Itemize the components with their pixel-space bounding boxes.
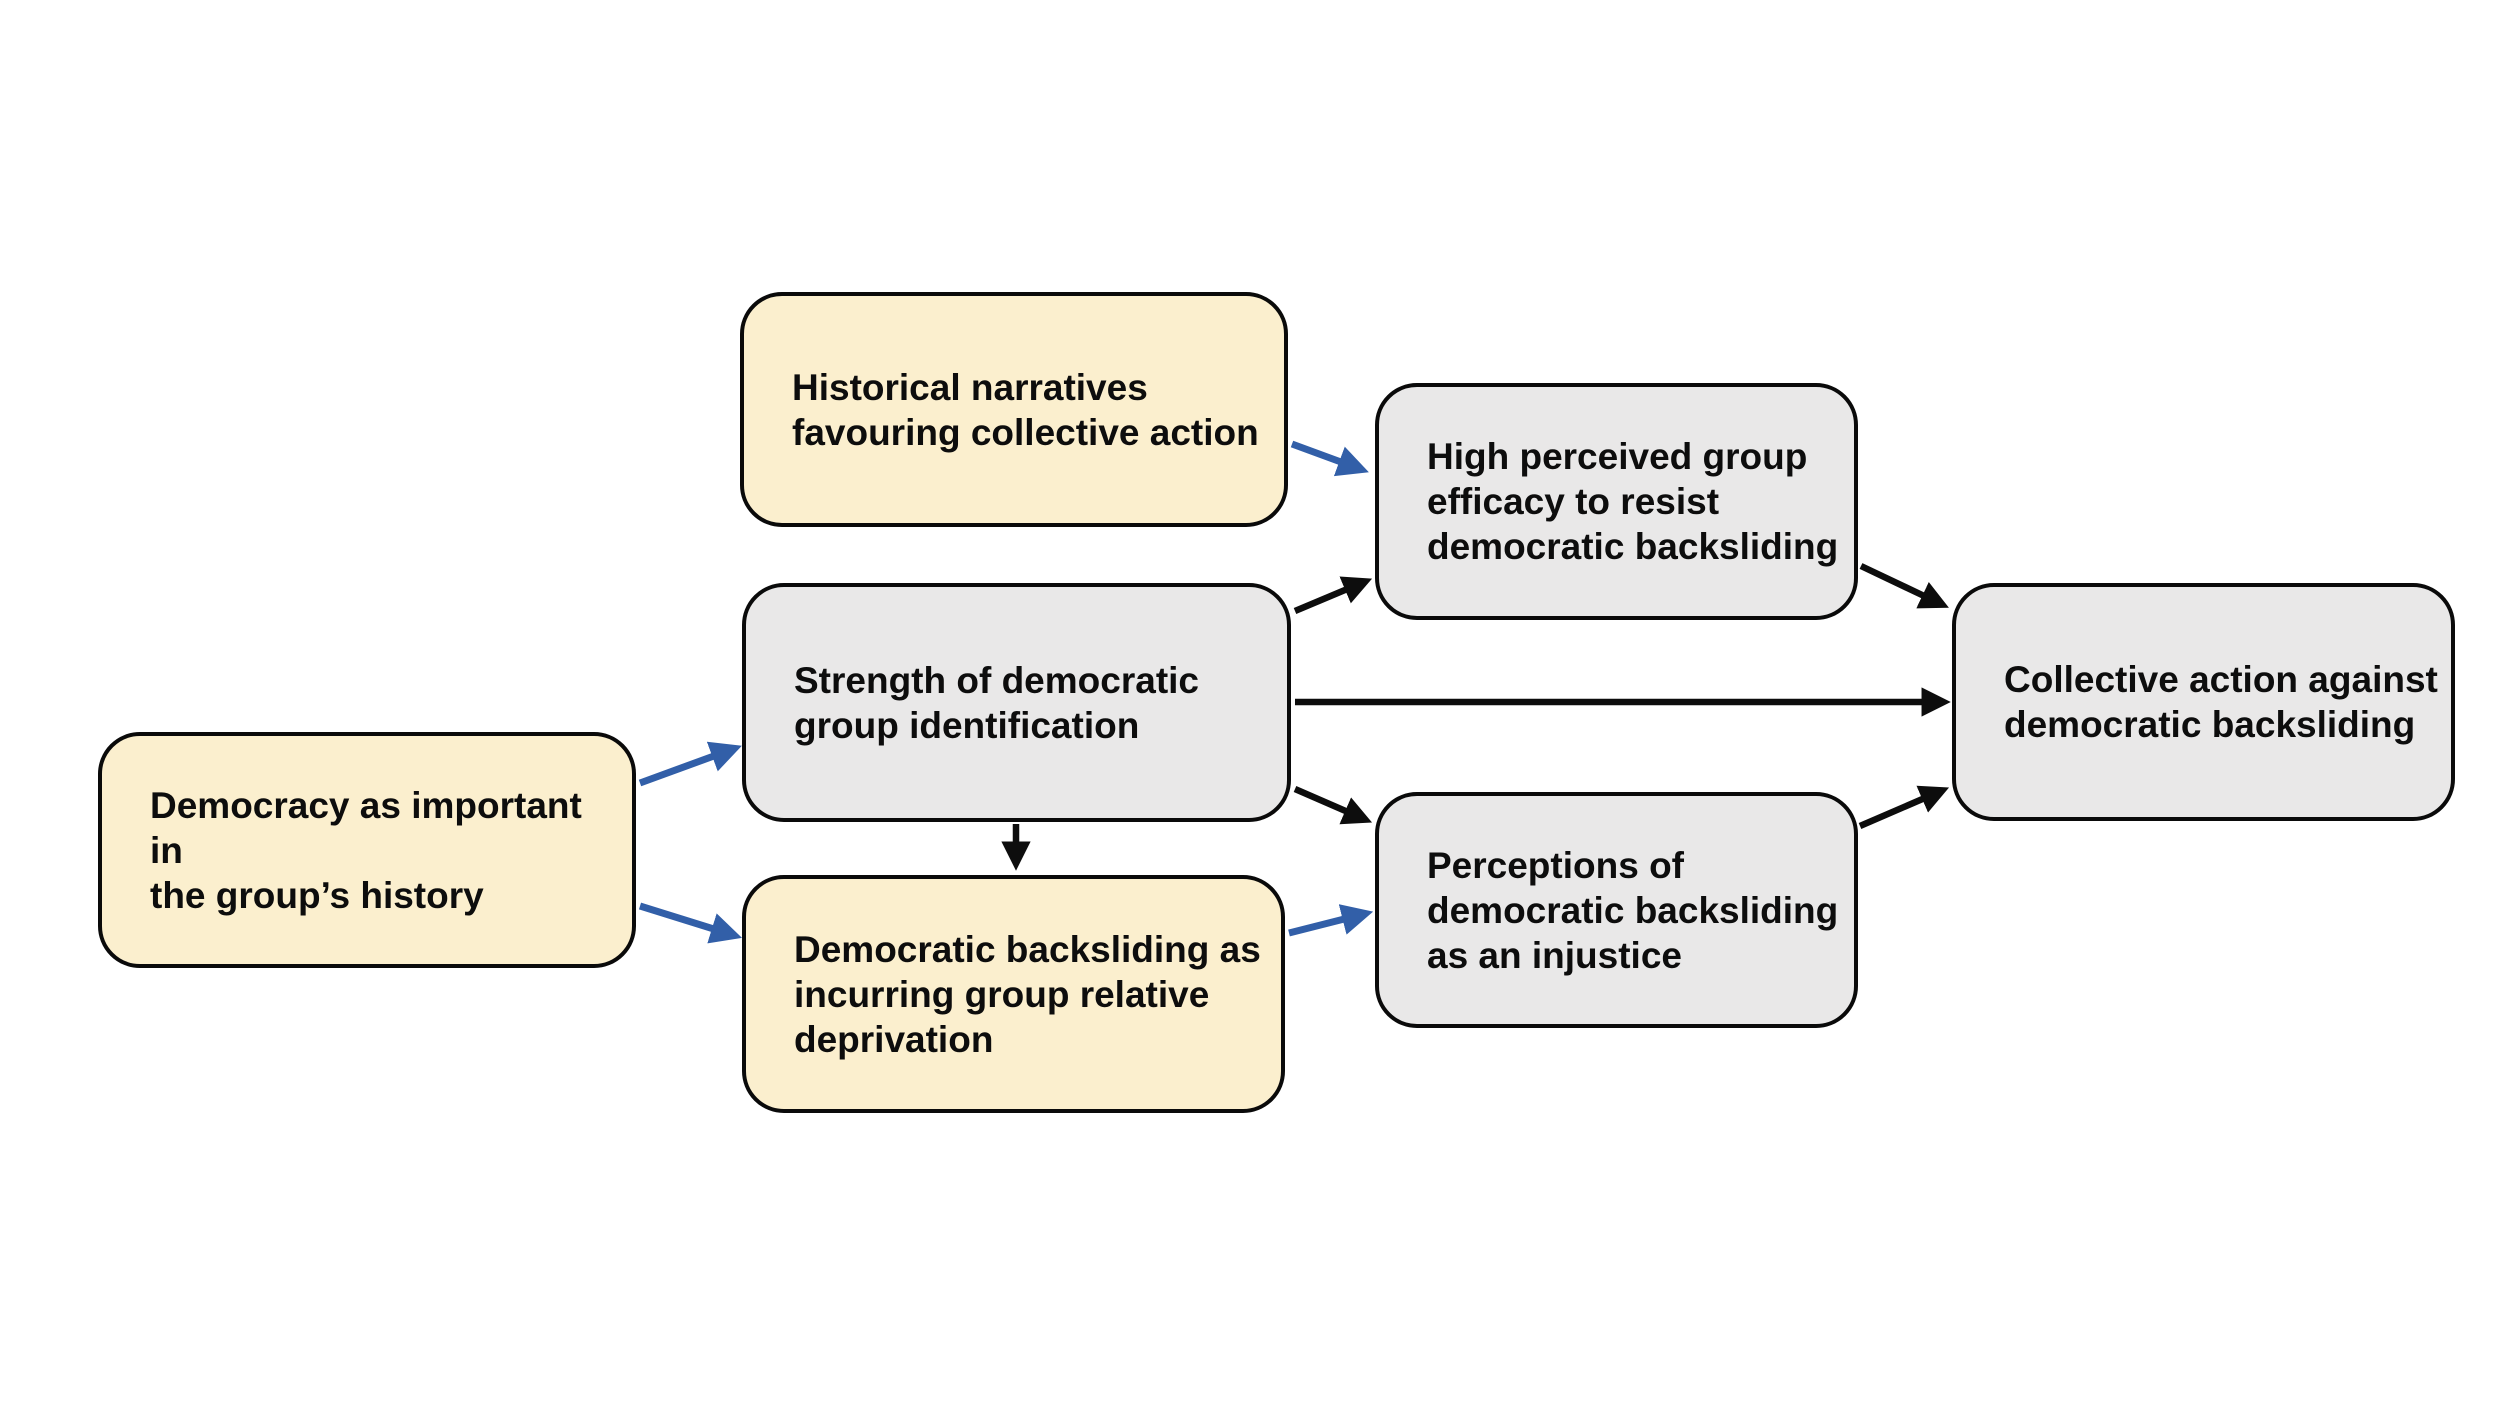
box-democracy-group-history-label: Democracy as important in the group’s hi… bbox=[150, 784, 582, 916]
box-perceived-group-efficacy: High perceived group efficacy to resist … bbox=[1375, 383, 1858, 620]
arrow-strength-to-efficacy bbox=[1293, 576, 1373, 614]
arrow-efficacy-to-collective bbox=[1859, 563, 1949, 609]
arrow-historical-to-efficacy bbox=[1290, 440, 1369, 477]
box-democratic-group-identification: Strength of democratic group identificat… bbox=[742, 583, 1291, 822]
box-collective-action-label: Collective action against democratic bac… bbox=[2004, 659, 2438, 745]
arrow-democracy-to-strength bbox=[638, 741, 742, 787]
box-democratic-group-identification-label: Strength of democratic group identificat… bbox=[794, 659, 1199, 746]
box-group-relative-deprivation: Democratic backsliding as incurring grou… bbox=[742, 875, 1285, 1113]
arrow-perceptions-to-collective bbox=[1858, 785, 1950, 829]
arrow-backsliding-to-perceptions bbox=[1288, 904, 1374, 937]
box-historical-narratives-label: Historical narratives favouring collecti… bbox=[792, 366, 1259, 453]
box-backsliding-injustice-label: Perceptions of democratic backsliding as… bbox=[1427, 844, 1839, 976]
box-democracy-group-history: Democracy as important in the group’s hi… bbox=[98, 732, 636, 968]
box-backsliding-injustice: Perceptions of democratic backsliding as… bbox=[1375, 792, 1858, 1028]
box-perceived-group-efficacy-label: High perceived group efficacy to resist … bbox=[1427, 436, 1839, 567]
box-group-relative-deprivation-label: Democratic backsliding as incurring grou… bbox=[794, 928, 1261, 1060]
arrow-strength-to-perceptions bbox=[1293, 786, 1373, 825]
arrow-democracy-to-backsliding bbox=[638, 902, 743, 944]
box-collective-action: Collective action against democratic bac… bbox=[1952, 583, 2455, 821]
box-historical-narratives: Historical narratives favouring collecti… bbox=[740, 292, 1288, 527]
